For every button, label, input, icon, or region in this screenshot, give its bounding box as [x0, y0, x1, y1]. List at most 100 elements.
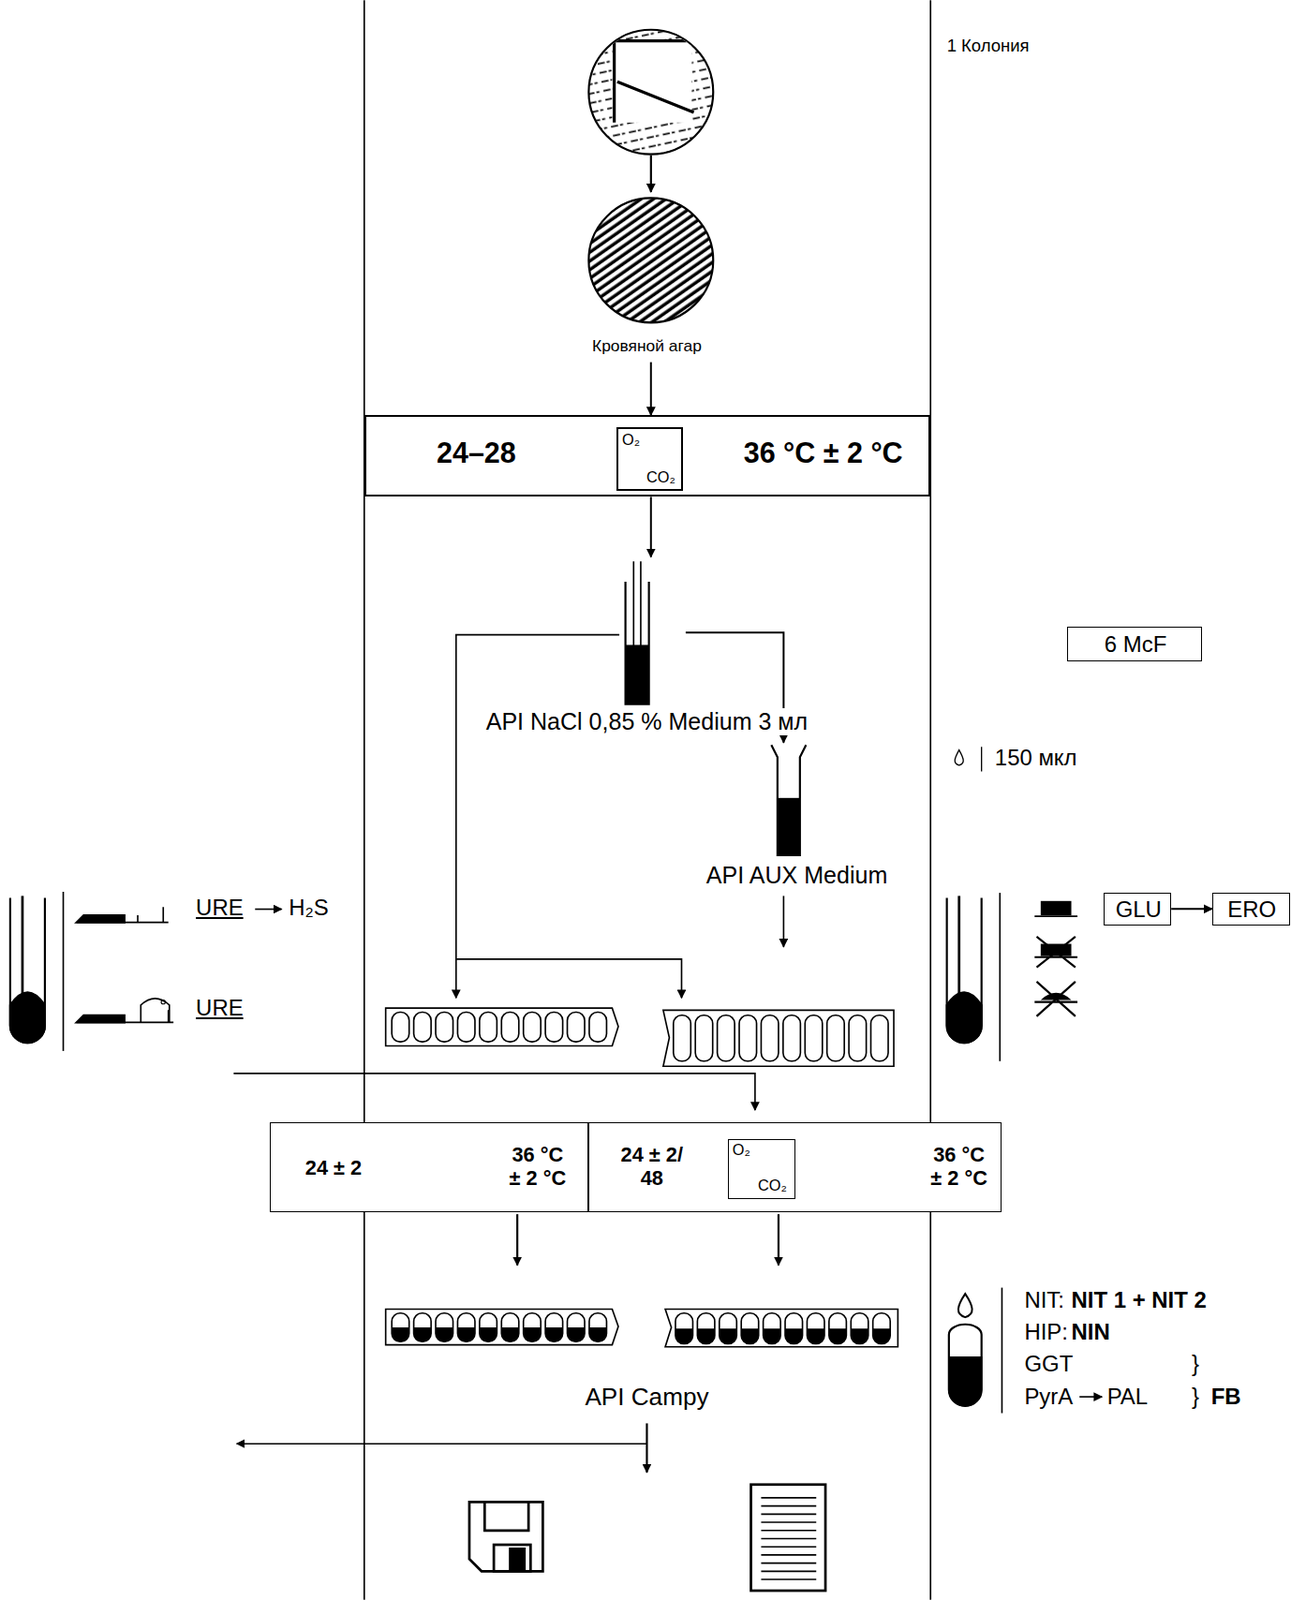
label: FB [1211, 1383, 1242, 1410]
test-tube-icon [254, 908, 282, 911]
api-strip [739, 1015, 757, 1062]
node-text: ERO [1227, 896, 1277, 923]
floppy-disk-icon [484, 1501, 529, 1530]
atmosphere-box: O₂CO₂ [727, 1139, 796, 1199]
api-strip [589, 1012, 608, 1043]
flow-line [777, 1214, 780, 1265]
flow-arrow [650, 362, 653, 416]
report-icon [760, 1498, 817, 1580]
incubation-band: 24 ± 2 36 °C ± 2 °C [269, 1122, 590, 1213]
report-icon [760, 1562, 817, 1565]
api-strip [545, 1313, 564, 1342]
api-strip [741, 1313, 759, 1345]
label: GGT [1024, 1350, 1073, 1378]
medium-tube: API NaCl 0,85 % Medium 3 мл [448, 557, 852, 743]
api-strip [695, 1015, 713, 1062]
test-tube-icon [947, 892, 1078, 1062]
test-tube-icon [998, 892, 1001, 1062]
api-strip [457, 1313, 475, 1342]
api-strip [457, 1012, 475, 1043]
label: 150 мкл [994, 744, 1078, 772]
api-strip [414, 1327, 432, 1342]
drop-icon [954, 750, 964, 766]
api-strip [385, 1308, 619, 1345]
atmosphere-box: O₂CO₂ [616, 427, 684, 491]
test-tube-icon [1034, 936, 1078, 968]
api-strip [391, 1327, 410, 1342]
api-strip [850, 1313, 869, 1345]
node-text: 36 °C ± 2 °C [505, 1142, 570, 1190]
frame-line [929, 0, 932, 1123]
flow-arrow [1171, 907, 1213, 910]
node-text: API NaCl 0,85 % Medium 3 мл [486, 708, 808, 736]
test-box: ERO [1212, 892, 1291, 926]
node-text: 6 McF [1104, 631, 1168, 658]
flow-line [645, 1423, 648, 1472]
test-tube-icon [140, 998, 169, 1024]
api-strip [783, 1015, 802, 1062]
drop-icon [958, 1293, 973, 1318]
node-text: 24–28 [436, 436, 517, 470]
label: } [1191, 1350, 1200, 1378]
api-strip [479, 1012, 498, 1043]
node-text: 24 ± 2/ 48 [619, 1142, 685, 1190]
colony-plate [611, 41, 704, 123]
test-tube-icon [76, 906, 169, 922]
api-strip [501, 1012, 520, 1043]
api-strip [457, 1327, 475, 1342]
aux-tube [777, 798, 801, 856]
node-text: 36 °C ± 2 °C [743, 436, 904, 470]
node-text: GLU [1115, 896, 1162, 923]
arrow [650, 155, 653, 193]
drop-icon [949, 1324, 982, 1407]
node-text: API AUX Medium [706, 861, 888, 890]
flow-line [233, 1073, 756, 1111]
flow-line [456, 635, 620, 999]
floppy-disk-icon [469, 1501, 543, 1572]
api-strip [673, 1015, 692, 1062]
report-icon [760, 1497, 817, 1499]
api-strip [827, 1015, 846, 1062]
api-strip [391, 1012, 410, 1043]
api-strip [523, 1327, 542, 1342]
frame-line [929, 1212, 932, 1600]
label: NIT 1 + NIT 2 [1071, 1287, 1207, 1314]
report-icon [751, 1484, 827, 1591]
report-icon [760, 1554, 817, 1557]
api-strip [697, 1313, 715, 1345]
aux-tube [771, 744, 806, 856]
label: PAL [1107, 1383, 1148, 1410]
api-strip [501, 1313, 520, 1342]
test-tube-icon [10, 898, 45, 1044]
test-tube-icon [21, 895, 25, 1010]
api-strip [806, 1328, 825, 1344]
api-strip [435, 1313, 454, 1342]
node-text: 24 ± 2 [305, 1156, 362, 1180]
api-strip [848, 1015, 867, 1062]
drop-icon [949, 1357, 982, 1407]
test-tube-icon [76, 1009, 174, 1023]
report-icon [760, 1513, 817, 1516]
api-strip [850, 1328, 869, 1344]
node-text: 36 °C ± 2 °C [927, 1142, 992, 1190]
nacl-tube [625, 561, 650, 704]
api-strip [414, 1313, 432, 1342]
label: API Campy [584, 1382, 709, 1411]
api-strip [523, 1313, 542, 1342]
floppy-disk-icon [510, 1548, 525, 1570]
flow-line [237, 1442, 648, 1445]
test-box: GLU [1103, 892, 1172, 926]
test-tube-icon [947, 898, 982, 1044]
frame-line [364, 0, 931, 1600]
api-strip [391, 1313, 410, 1342]
api-strip [479, 1313, 498, 1342]
api-strip [829, 1313, 847, 1345]
label: PyrA [1024, 1383, 1073, 1410]
report-icon [760, 1505, 817, 1508]
drop-icon [980, 746, 982, 772]
api-strip [719, 1328, 738, 1344]
report-icon [760, 1529, 817, 1532]
api-strip [873, 1313, 891, 1345]
